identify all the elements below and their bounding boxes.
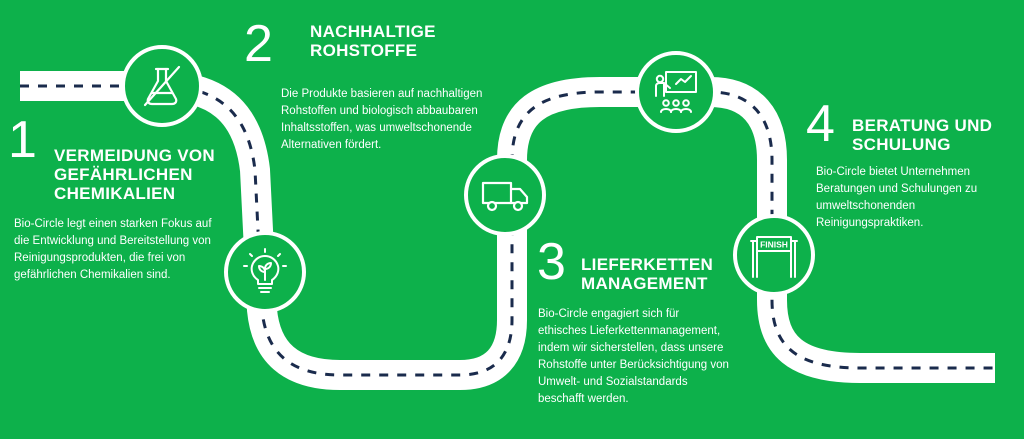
step-3-desc-line: Bio-Circle engagiert sich für bbox=[538, 308, 680, 320]
step-3-number: 3 bbox=[537, 233, 566, 291]
step-4-description: Bio-Circle bietet Unternehmen Beratungen… bbox=[816, 164, 977, 232]
step-4-number: 4 bbox=[806, 95, 835, 153]
step-1-desc-line: gefährlichen Chemikalien sind. bbox=[14, 269, 171, 281]
step-1-number: 1 bbox=[8, 111, 37, 169]
step-2-desc-line: Die Produkte basieren auf nachhaltigen bbox=[281, 88, 483, 100]
step-2-title: NACHHALTIGE ROHSTOFFE bbox=[310, 22, 436, 60]
step-3-desc-line: ethisches Lieferkettenmanagement, bbox=[538, 325, 721, 337]
station-no-chemicals bbox=[121, 45, 203, 127]
step-2-description: Die Produkte basieren auf nachhaltigen R… bbox=[281, 86, 482, 154]
station-presentation bbox=[635, 51, 717, 133]
no-chemicals-flask-icon bbox=[143, 65, 181, 107]
step-1-description: Bio-Circle legt einen starken Fokus auf … bbox=[14, 216, 212, 284]
step-2-title-line: ROHSTOFFE bbox=[310, 41, 418, 60]
finish-arch-icon: FINISH bbox=[750, 236, 798, 278]
step-2-desc-line: Alternativen fördert. bbox=[281, 139, 382, 151]
step-4-desc-line: Reinigungspraktiken. bbox=[816, 217, 924, 229]
step-4-title: BERATUNG UND SCHULUNG bbox=[852, 116, 992, 154]
station-finish: FINISH bbox=[733, 214, 815, 296]
step-3-desc-line: Umwelt- und Sozialstandards bbox=[538, 376, 688, 388]
step-1-desc-line: die Entwicklung und Bereitstellung von bbox=[14, 235, 211, 247]
station-eco-lightbulb bbox=[224, 231, 306, 313]
step-1-desc-line: Reinigungsprodukten, die frei von bbox=[14, 252, 186, 264]
step-3-title: LIEFERKETTEN MANAGEMENT bbox=[581, 255, 713, 293]
step-1-desc-line: Bio-Circle legt einen starken Fokus auf bbox=[14, 218, 212, 230]
step-3-desc-line: Rohstoffe unter Berücksichtigung von bbox=[538, 359, 729, 371]
step-2-desc-line: Rohstoffen und biologisch abbaubaren bbox=[281, 105, 478, 117]
step-4-desc-line: Beratungen und Schulungen zu bbox=[816, 183, 978, 195]
step-1-title-line: VERMEIDUNG VON bbox=[54, 146, 215, 165]
step-3-title-line: MANAGEMENT bbox=[581, 274, 708, 293]
step-3-desc-line: beschafft werden. bbox=[538, 393, 629, 405]
step-4-title-line: SCHULUNG bbox=[852, 135, 951, 154]
step-3-description: Bio-Circle engagiert sich für ethisches … bbox=[538, 306, 729, 408]
finish-label: FINISH bbox=[760, 240, 788, 250]
step-2-number: 2 bbox=[244, 15, 273, 73]
step-3-desc-line: indem wir sicherstellen, dass unsere bbox=[538, 342, 724, 354]
step-4-desc-line: umweltschonenden bbox=[816, 200, 916, 212]
step-3-title-line: LIEFERKETTEN bbox=[581, 255, 714, 274]
step-1-title-line: GEFÄHRLICHEN bbox=[54, 165, 193, 184]
step-1-title-line: CHEMIKALIEN bbox=[54, 184, 176, 203]
step-4-title-line: BERATUNG UND bbox=[852, 116, 993, 135]
step-2-desc-line: Inhaltsstoffen, was umweltschonende bbox=[281, 122, 472, 134]
step-4-desc-line: Bio-Circle bietet Unternehmen bbox=[816, 166, 971, 178]
step-1-title: VERMEIDUNG VON GEFÄHRLICHEN CHEMIKALIEN bbox=[54, 146, 215, 203]
presentation-training-icon bbox=[655, 71, 697, 113]
eco-lightbulb-icon bbox=[243, 248, 287, 293]
step-2-title-line: NACHHALTIGE bbox=[310, 22, 436, 41]
station-delivery-truck bbox=[464, 154, 546, 236]
delivery-truck-icon bbox=[481, 181, 529, 212]
